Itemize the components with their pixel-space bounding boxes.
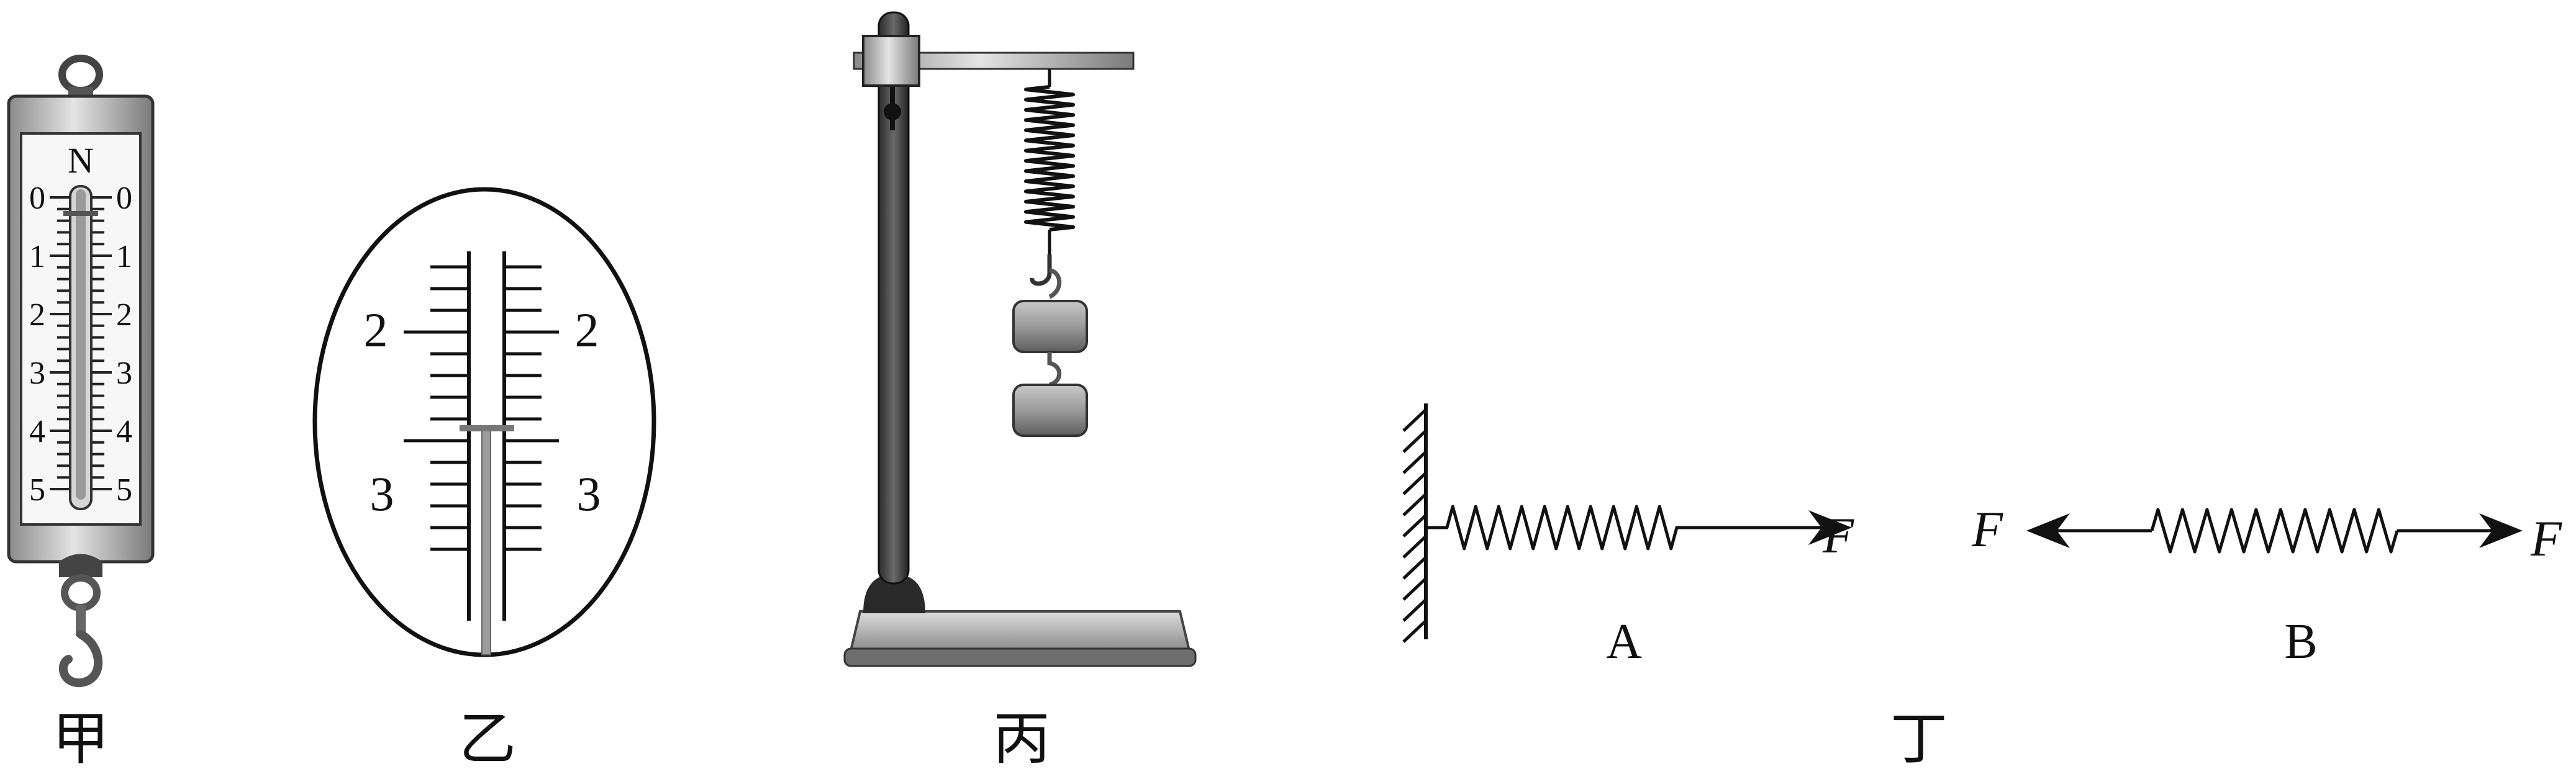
caption-jia: 甲 <box>52 706 109 772</box>
balance-hook-icon <box>58 630 103 687</box>
stand-pole <box>878 11 910 585</box>
spring-b <box>2150 508 2399 554</box>
unit-label: N <box>68 140 94 181</box>
hook-weight-lower <box>1012 384 1088 437</box>
hatch-line <box>1402 451 1427 474</box>
balance-pointer <box>63 211 98 216</box>
scale-label: 1 <box>29 239 45 274</box>
hatch-line <box>1402 619 1427 643</box>
scale-label: 0 <box>116 181 132 216</box>
magnified-scale: 2 2 3 3 乙 <box>312 187 656 772</box>
hook-weight-upper <box>1012 300 1088 353</box>
hatch-line <box>1402 493 1427 516</box>
indicator-pointer <box>460 425 514 431</box>
scale-label: 3 <box>116 356 132 391</box>
scale-label: 4 <box>29 414 45 449</box>
scale-label: 2 <box>29 297 45 333</box>
scale-label: 1 <box>116 239 132 274</box>
label-b: B <box>2284 614 2317 669</box>
spring-stand: 丙 <box>843 11 1197 772</box>
clamp-screw-icon <box>884 103 901 120</box>
force-label-a: F <box>1822 507 1854 564</box>
balance-labels-right: 0 1 2 3 4 5 <box>116 181 132 508</box>
spring-a <box>1426 505 1686 551</box>
top-ring-icon <box>58 55 103 94</box>
hatch-line <box>1402 598 1427 622</box>
caption-ding: 丁 <box>1890 706 1948 772</box>
balance-labels-left: 0 1 2 3 4 5 <box>29 181 45 508</box>
scale-label: 5 <box>116 472 132 508</box>
scale-label-left-3: 3 <box>370 467 394 521</box>
weight-hook-icon <box>1030 254 1052 286</box>
balance-ticks <box>50 196 112 490</box>
scale-label: 0 <box>29 181 45 216</box>
scale-label-right-2: 2 <box>575 303 599 357</box>
scale-label-left-2: 2 <box>364 303 388 357</box>
hatch-line <box>1402 408 1427 432</box>
indicator-rod <box>481 428 491 655</box>
hatch-line <box>1402 430 1427 453</box>
hatch-line <box>1402 535 1427 559</box>
stand-base <box>849 610 1191 652</box>
spring-force-diagrams: F A F F B 丁 <box>1402 403 2562 772</box>
scale-label-right-3: 3 <box>577 467 601 521</box>
hatch-line <box>1402 556 1427 580</box>
scale-label: 3 <box>29 356 45 391</box>
scale-label: 5 <box>29 472 45 508</box>
spring-balance: N 0 1 2 3 4 5 0 1 2 3 4 5 甲 <box>7 55 155 772</box>
hatch-line <box>1402 472 1427 495</box>
force-label-b-right: F <box>2530 510 2562 567</box>
scale-label: 4 <box>116 414 132 449</box>
magnified-ticks <box>404 265 559 551</box>
caption-yi: 乙 <box>459 706 516 772</box>
force-label-b-left: F <box>1971 501 2003 557</box>
stand-clamp <box>862 35 920 87</box>
label-a: A <box>1606 614 1642 669</box>
hatch-line <box>1402 577 1427 601</box>
caption-bing: 丙 <box>993 706 1050 772</box>
scale-label: 2 <box>116 297 132 333</box>
wall-hatching <box>1402 408 1427 643</box>
hanging-spring <box>1024 85 1075 232</box>
hatch-line <box>1402 514 1427 538</box>
